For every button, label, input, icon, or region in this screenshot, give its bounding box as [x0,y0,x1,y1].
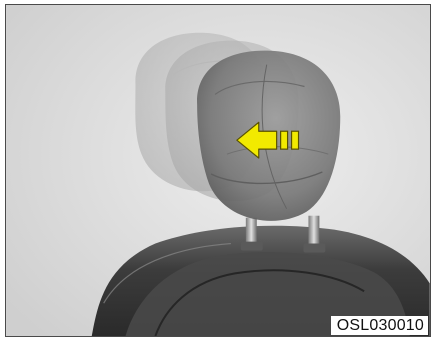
image-code-label: OSL030010 [331,316,428,335]
figure-frame: OSL030010 [5,4,431,337]
headrest-adjustment-illustration [6,5,430,336]
